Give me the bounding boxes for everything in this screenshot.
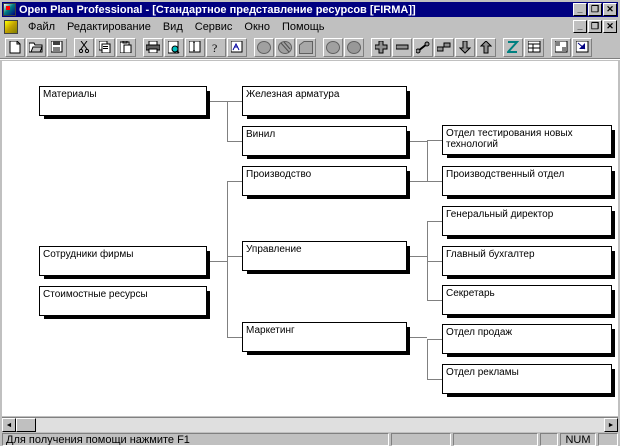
mdi-window-controls: _ ❐ ✕ [573, 20, 618, 33]
minimize-button[interactable]: _ [573, 3, 587, 16]
status-panel-b [453, 433, 538, 446]
menu-item-file[interactable]: Файл [28, 20, 56, 33]
toolbar: ? [2, 36, 618, 58]
horizontal-scrollbar[interactable]: ◄ ► [2, 417, 618, 432]
connector-line [427, 181, 442, 182]
menu-item-view[interactable]: Вид [162, 20, 183, 33]
toolbar-divider [0, 58, 620, 60]
diagram-node-stoimostnye-resursy[interactable]: Стоимостные ресурсы [39, 286, 210, 319]
print-icon[interactable] [143, 37, 163, 57]
scrollbar-track[interactable] [36, 418, 604, 432]
connector-line [407, 141, 427, 142]
status-bar: Для получения помощи нажмите F1 NUM [2, 433, 618, 446]
restore-button[interactable]: ❐ [588, 3, 602, 16]
help-question-icon[interactable]: ? [206, 37, 226, 57]
connector-line [227, 181, 242, 182]
status-panel-a [391, 433, 451, 446]
menu-item-window[interactable]: Окно [244, 20, 270, 33]
move-up-icon[interactable] [476, 37, 496, 57]
copy-icon[interactable] [95, 37, 115, 57]
ellipse-shaded-icon[interactable] [275, 37, 295, 57]
scrollbar-thumb[interactable] [16, 418, 36, 432]
diagram-node-proizvodstvennyy-otdel[interactable]: Производственный отдел [442, 166, 615, 199]
new-file-icon[interactable] [5, 37, 25, 57]
mdi-minimize-button[interactable]: _ [573, 20, 587, 33]
save-disk-icon[interactable] [47, 37, 67, 57]
resize-window-icon[interactable] [572, 37, 592, 57]
grid-table-icon[interactable] [524, 37, 544, 57]
menu-bar: Файл Редактирование Вид Сервис Окно Помо… [2, 18, 618, 35]
link-icon[interactable] [413, 37, 433, 57]
connector-line [227, 141, 242, 142]
rounded-box-icon[interactable] [296, 37, 316, 57]
connector-line [427, 339, 428, 379]
status-panel-c [540, 433, 558, 446]
connector-line [427, 221, 428, 300]
window-title: Open Plan Professional - [Стандартное пр… [19, 3, 416, 16]
close-button[interactable]: ✕ [603, 3, 617, 16]
window-controls: _ ❐ ✕ [573, 3, 618, 16]
ellipse-filled-icon[interactable] [254, 37, 274, 57]
diagram-node-upravlenie[interactable]: Управление [242, 241, 410, 274]
connector-line [207, 101, 227, 102]
status-message: Для получения помощи нажмите F1 [2, 433, 389, 446]
print-preview-icon[interactable] [164, 37, 184, 57]
layout-icon[interactable] [551, 37, 571, 57]
svg-text:?: ? [212, 41, 217, 54]
move-down-icon[interactable] [455, 37, 475, 57]
diagram-node-otdel-reklamy[interactable]: Отдел рекламы [442, 364, 615, 397]
mdi-restore-button[interactable]: ❐ [588, 20, 602, 33]
sort-icon[interactable] [185, 37, 205, 57]
paste-icon[interactable] [116, 37, 136, 57]
stair-step-icon[interactable] [434, 37, 454, 57]
menu-item-tools[interactable]: Сервис [194, 20, 233, 33]
diagram-node-vinil[interactable]: Винил [242, 126, 410, 159]
connector-line [407, 181, 427, 182]
open-folder-icon[interactable] [26, 37, 46, 57]
remove-minus-icon[interactable] [392, 37, 412, 57]
diagram-node-marketing[interactable]: Маркетинг [242, 322, 410, 355]
scroll-right-arrow-icon[interactable]: ► [604, 418, 618, 432]
title-bar: Open Plan Professional - [Стандартное пр… [2, 2, 618, 17]
connector-line [427, 140, 428, 181]
document-icon[interactable] [4, 19, 18, 34]
num-lock-indicator: NUM [560, 433, 596, 446]
status-panel-d [598, 433, 618, 446]
connector-line [427, 379, 442, 380]
diagram-node-zheleznaya-armatura[interactable]: Железная арматура [242, 86, 410, 119]
diagram-node-otdel-prodazh[interactable]: Отдел продаж [442, 324, 615, 357]
circle-filled-icon[interactable] [344, 37, 364, 57]
diagram-node-sotrudniki-firmy[interactable]: Сотрудники фирмы [39, 246, 210, 279]
connector-line [207, 261, 227, 262]
add-plus-icon[interactable] [371, 37, 391, 57]
connector-line [407, 337, 427, 338]
connector-line [427, 300, 442, 301]
connector-line [427, 261, 442, 262]
connector-line [227, 256, 242, 257]
diagram-node-materialy[interactable]: Материалы [39, 86, 210, 119]
cut-scissors-icon[interactable] [74, 37, 94, 57]
diagram-node-otdel-testirovaniya[interactable]: Отдел тестирования новых технологий [442, 125, 615, 158]
diagram-node-generalnyy-direktor[interactable]: Генеральный директор [442, 206, 615, 239]
connector-line [427, 339, 442, 340]
menu-item-help[interactable]: Помощь [281, 20, 325, 33]
diagram-canvas[interactable]: Материалы Сотрудники фирмы Стоимостные р… [2, 61, 618, 416]
diagram-node-glavnyy-buhgalter[interactable]: Главный бухгалтер [442, 246, 615, 279]
menu-item-edit[interactable]: Редактирование [67, 20, 151, 33]
properties-icon[interactable] [227, 37, 247, 57]
connector-line [407, 256, 427, 257]
connector-line [227, 101, 228, 141]
connector-line [227, 181, 228, 337]
diagram-node-proizvodstvo[interactable]: Производство [242, 166, 410, 199]
diagram-node-sekretar[interactable]: Секретарь [442, 285, 615, 318]
connector-line [427, 140, 442, 141]
connector-line [227, 337, 242, 338]
circle-icon[interactable] [323, 37, 343, 57]
zigzag-icon[interactable] [503, 37, 523, 57]
connector-line [227, 101, 242, 102]
connector-line [427, 221, 442, 222]
mdi-close-button[interactable]: ✕ [603, 20, 617, 33]
scroll-left-arrow-icon[interactable]: ◄ [2, 418, 16, 432]
application-icon [3, 3, 16, 16]
